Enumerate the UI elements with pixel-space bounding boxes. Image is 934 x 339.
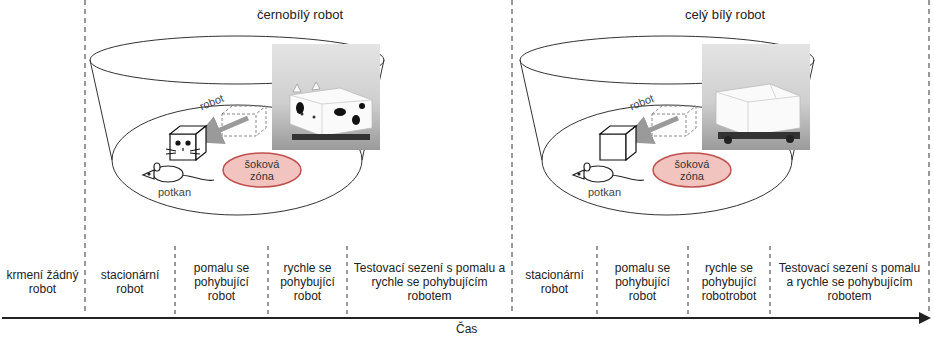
zone-label: šoková zóna bbox=[664, 158, 720, 182]
motion-arrow bbox=[206, 118, 248, 136]
shock-zone-ellipse bbox=[653, 153, 731, 187]
rat-label: potkan bbox=[158, 185, 191, 199]
session-label: rychle se pohybující robot bbox=[272, 261, 343, 303]
time-arrowhead bbox=[919, 312, 931, 324]
phase-separator bbox=[929, 0, 930, 314]
phase-title: celý bílý robot bbox=[685, 8, 765, 22]
session-label: pomalu se pohybující robot bbox=[179, 261, 264, 303]
rat bbox=[143, 163, 214, 182]
zone-label: šoková zóna bbox=[234, 158, 290, 182]
session-label: rychle se pohybující robotrobot bbox=[692, 261, 766, 303]
shock-zone: šoková zóna bbox=[652, 152, 732, 188]
phase-separator bbox=[85, 0, 86, 314]
arena bbox=[90, 36, 384, 215]
axis-label: Čas bbox=[456, 322, 477, 336]
time-axis bbox=[2, 317, 922, 319]
session-label: stacionární robot bbox=[516, 268, 593, 296]
robot-photo bbox=[702, 44, 810, 150]
session-label: pomalu se pohybující robot bbox=[601, 261, 684, 303]
arena bbox=[520, 36, 814, 215]
rat-label: potkan bbox=[588, 185, 621, 199]
robot-cube bbox=[166, 126, 206, 160]
phase-title: černobílý robot bbox=[257, 8, 343, 22]
motion-arrow bbox=[636, 118, 678, 136]
shock-zone-ellipse bbox=[223, 153, 301, 187]
session-label: Testovací sezení s pomalu a rychle se po… bbox=[774, 261, 925, 303]
session-label: krmení žádný robot bbox=[4, 268, 81, 296]
session-label: stacionární robot bbox=[89, 268, 171, 296]
phase-separator bbox=[512, 0, 513, 314]
session-separators bbox=[175, 246, 770, 314]
robot-cube bbox=[600, 126, 636, 160]
robot-label: robot bbox=[627, 91, 655, 113]
session-label: Testovací sezení s pomalu a rychle se po… bbox=[351, 261, 508, 303]
rat bbox=[573, 163, 644, 182]
robot-label: robot bbox=[197, 91, 225, 113]
robot-photo bbox=[272, 44, 380, 150]
shock-zone: šoková zóna bbox=[222, 152, 302, 188]
